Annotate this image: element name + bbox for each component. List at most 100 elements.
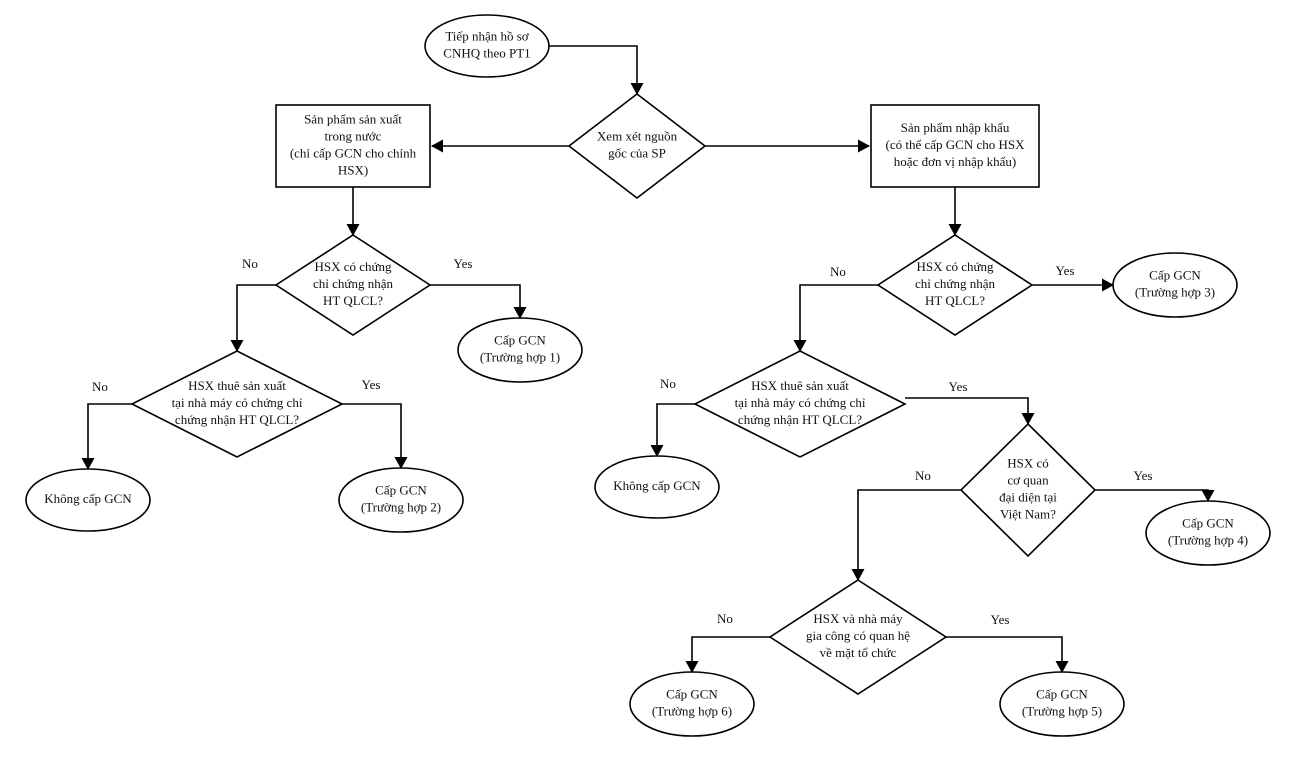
node-label-line: Tiếp nhận hồ sơ	[445, 28, 529, 43]
connector-e-orgrel-yes: Yes	[946, 612, 1069, 673]
node-grant-case4[interactable]: Cấp GCN(Trường hợp 4)	[1145, 500, 1271, 566]
arrowhead	[1021, 413, 1035, 425]
edge-label: No	[830, 264, 846, 279]
arrowhead	[858, 139, 870, 153]
node-label-line: Cấp GCN	[666, 686, 718, 701]
node-grant-case2[interactable]: Cấp GCN(Trường hợp 2)	[338, 467, 464, 533]
node-label-line: (có thể cấp GCN cho HSX	[886, 137, 1026, 152]
edge-label: Yes	[1134, 468, 1153, 483]
connector-line	[549, 45, 638, 94]
connector-e-source-domestic	[431, 139, 569, 153]
node-label-line: Không cấp GCN	[44, 491, 132, 506]
node-grant-case1[interactable]: Cấp GCN (Trường hợp 1)	[457, 317, 583, 383]
ellipse-shape[interactable]	[424, 14, 550, 78]
ellipse-shape[interactable]	[25, 468, 151, 532]
node-label-line: (Trường hợp 1)	[480, 349, 560, 364]
arrowhead	[230, 340, 244, 352]
arrowhead	[650, 445, 664, 457]
node-label-line: chứng nhận HT QLCL?	[175, 412, 299, 427]
arrowhead	[948, 224, 962, 236]
node-label-line: chứng nhận HT QLCL?	[738, 412, 862, 427]
connector-line	[656, 403, 695, 456]
node-start[interactable]: Tiếp nhận hồ sơ CNHQ theo PT1	[424, 14, 550, 78]
diamond-shape[interactable]	[876, 234, 1034, 336]
ellipse-shape[interactable]	[338, 467, 464, 533]
node-no-grant-right[interactable]: Không cấp GCN	[594, 455, 720, 519]
node-label-line: chỉ chứng nhận	[915, 276, 995, 291]
ellipse-shape[interactable]	[457, 317, 583, 383]
connector-e-domcert-no: No	[230, 256, 276, 352]
node-label-line: Cấp GCN	[1036, 686, 1088, 701]
connector-line	[905, 397, 1029, 424]
ellipse-shape[interactable]	[999, 671, 1125, 737]
arrowhead	[1102, 278, 1114, 292]
ellipse-shape[interactable]	[594, 455, 720, 519]
node-no-grant-left[interactable]: Không cấp GCN	[25, 468, 151, 532]
connector-e-orgrel-no: No	[685, 611, 770, 673]
node-label-line: Xem xét nguồn	[597, 128, 678, 143]
node-label-line: HSX có chứng	[916, 259, 994, 274]
node-label-line: CNHQ theo PT1	[443, 45, 530, 60]
ellipse-shape[interactable]	[629, 671, 755, 737]
arrowhead	[793, 340, 807, 352]
connector-e-impout-yes: Yes	[905, 379, 1035, 425]
connector-line	[799, 284, 878, 351]
node-label-line: tại nhà máy có chứng chỉ	[172, 395, 303, 410]
node-label-line: HSX có	[1007, 455, 1049, 470]
node-label-line: chỉ chứng nhận	[313, 276, 393, 291]
diamond-shape[interactable]	[959, 422, 1097, 558]
node-imported-product[interactable]: Sản phẩm nhập khẩu(có thể cấp GCN cho HS…	[870, 104, 1040, 188]
node-label-line: cơ quan	[1007, 472, 1049, 487]
node-grant-case5[interactable]: Cấp GCN (Trường hợp 5)	[999, 671, 1125, 737]
arrowhead	[346, 224, 360, 236]
node-label-line: HT QLCL?	[925, 293, 985, 308]
connector-line	[691, 636, 770, 672]
connector-e-imported-certcheck	[948, 187, 962, 236]
node-label-line: (Trường hợp 3)	[1135, 284, 1215, 299]
diamond-shape[interactable]	[693, 350, 907, 458]
edge-label: No	[92, 379, 108, 394]
node-imp-cert-check[interactable]: HSX có chứng chỉ chứng nhận HT QLCL?	[876, 234, 1034, 336]
connector-line	[236, 284, 276, 351]
node-label-line: (Trường hợp 5)	[1022, 703, 1102, 718]
edge-label: Yes	[949, 379, 968, 394]
node-label-line: Cấp GCN	[494, 332, 546, 347]
node-label-line: hoặc đơn vị nhập khẩu)	[894, 154, 1016, 169]
edge-label: No	[242, 256, 258, 271]
edge-label: Yes	[362, 377, 381, 392]
node-label-line: Sản phẩm sản xuất	[304, 111, 402, 126]
node-label-line: HSX)	[338, 162, 368, 177]
rect-shape[interactable]	[275, 104, 431, 188]
node-label-line: đại diện tại	[999, 489, 1057, 504]
connector-line	[87, 403, 132, 469]
node-label-line: tại nhà máy có chứng chỉ	[735, 395, 866, 410]
rect-shape[interactable]	[870, 104, 1040, 188]
diamond-shape[interactable]	[567, 92, 707, 200]
edge-label: No	[660, 376, 676, 391]
connector-line	[342, 403, 402, 468]
node-grant-case3[interactable]: Cấp GCN(Trường hợp 3)	[1112, 252, 1238, 318]
node-label-line: (chỉ cấp GCN cho chính	[290, 145, 417, 160]
connector-e-impout-no: No	[650, 376, 695, 457]
ellipse-shape[interactable]	[1112, 252, 1238, 318]
node-grant-case6[interactable]: Cấp GCN(Trường hợp 6)	[629, 671, 755, 737]
node-label-line: Cấp GCN	[1182, 515, 1234, 530]
diamond-shape[interactable]	[130, 350, 344, 458]
arrowhead	[394, 457, 408, 469]
diamond-shape[interactable]	[274, 234, 432, 336]
arrowhead	[630, 83, 644, 95]
edge-label: Yes	[454, 256, 473, 271]
edge-label: No	[717, 611, 733, 626]
diamond-shape[interactable]	[768, 579, 948, 695]
connector-line	[430, 284, 521, 318]
ellipse-shape[interactable]	[1145, 500, 1271, 566]
